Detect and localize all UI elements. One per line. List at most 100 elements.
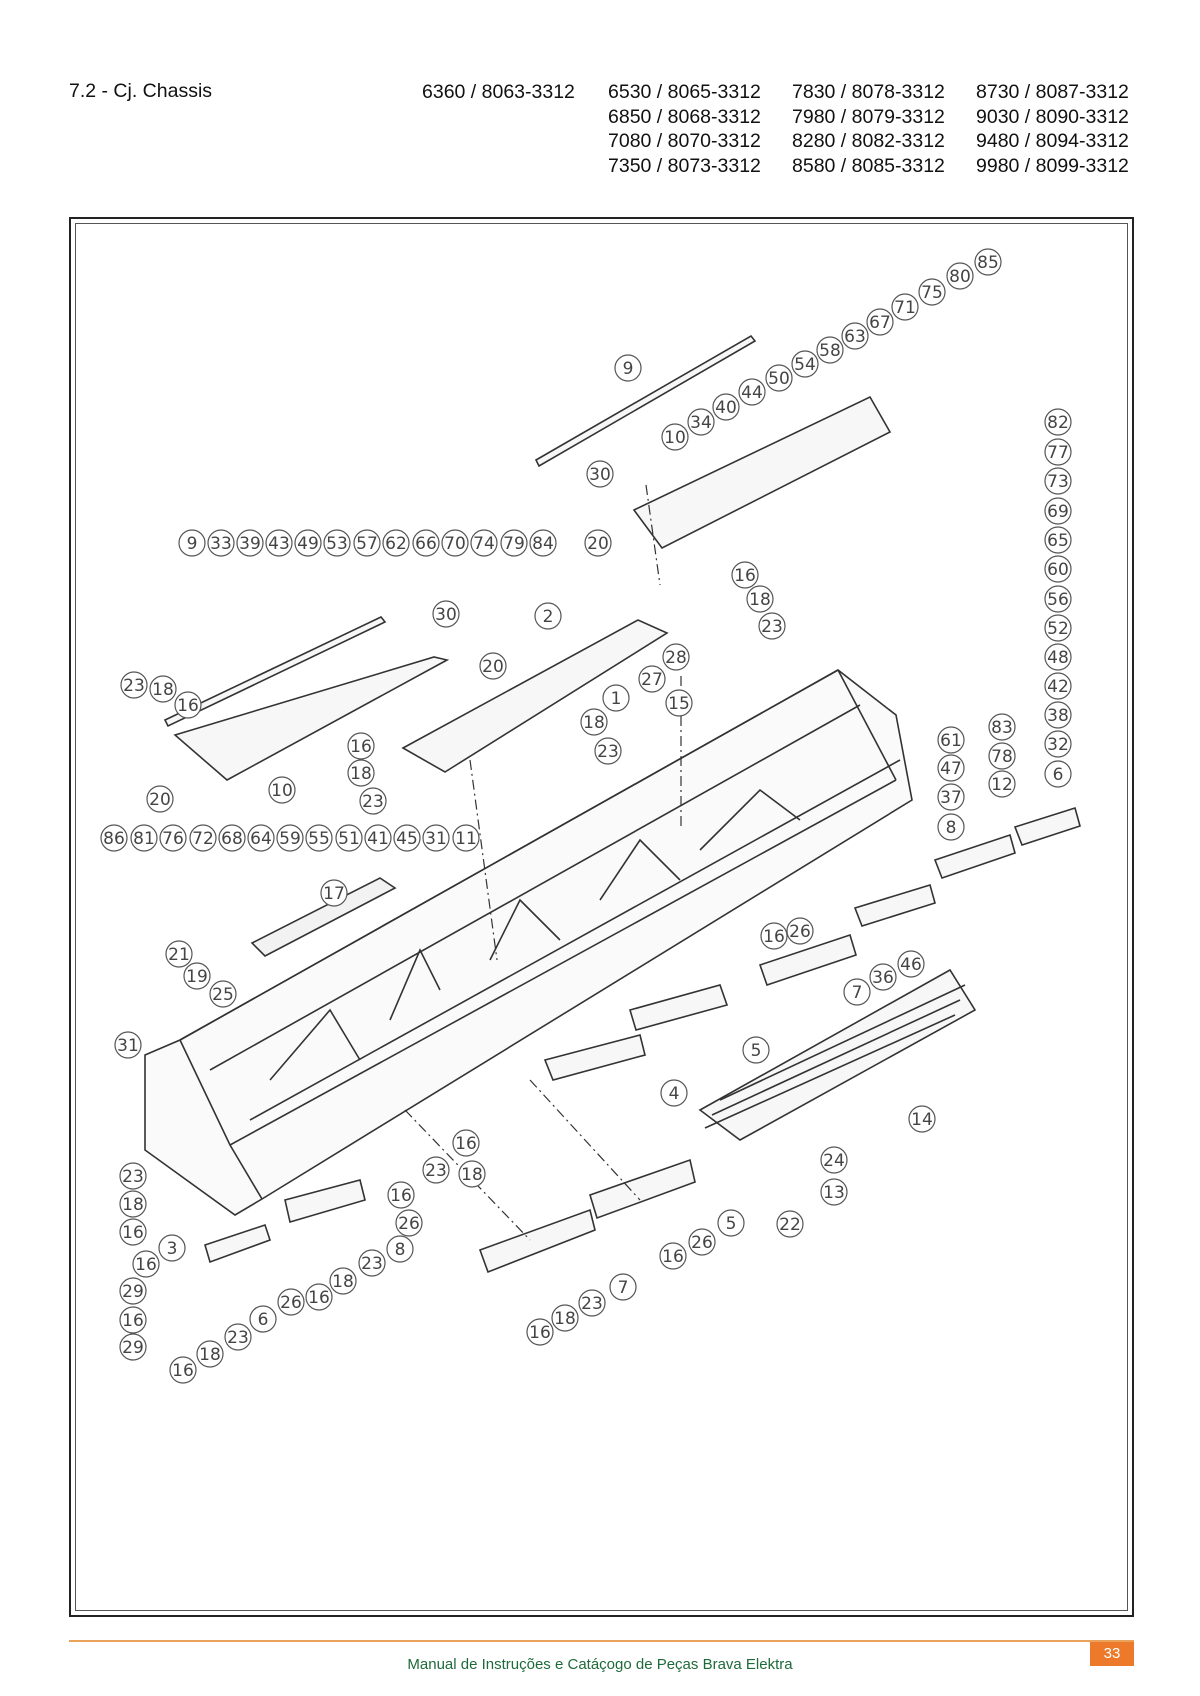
model-code: 8580 / 8085-3312: [792, 154, 945, 177]
callout-part-79: 79: [500, 529, 528, 557]
callout-part-26: 26: [395, 1209, 423, 1237]
callout-circle: [758, 612, 786, 640]
callout-label: 16: [350, 737, 372, 757]
callout-part-86: 86: [100, 824, 128, 852]
callout-circle: [661, 423, 689, 451]
model-code: 6360 / 8063-3312: [422, 81, 575, 103]
callout-part-62: 62: [382, 529, 410, 557]
callout-circle: [638, 665, 666, 693]
callout-circle: [816, 336, 844, 364]
callout-part-63: 63: [841, 322, 869, 350]
callout-label: 23: [761, 617, 783, 637]
callout-circle: [786, 917, 814, 945]
page-number: 33: [1090, 1642, 1134, 1666]
callout-part-10: 10: [661, 423, 689, 451]
callout-circle: [353, 529, 381, 557]
callout-part-47: 47: [937, 754, 965, 782]
callout-circle: [335, 824, 363, 852]
callout-part-31: 31: [422, 824, 450, 852]
callout-part-16: 16: [760, 922, 788, 950]
section-title: 7.2 - Cj. Chassis: [69, 80, 213, 102]
callout-label: 77: [1047, 443, 1069, 463]
callout-part-32: 32: [1044, 730, 1072, 758]
model-code: 9480 / 8094-3312: [976, 130, 1129, 152]
callout-part-16: 16: [347, 732, 375, 760]
model-code: 6850 / 8068-3312: [608, 105, 761, 128]
callout-label: 28: [665, 648, 687, 668]
callout-part-54: 54: [791, 350, 819, 378]
callout-part-48: 48: [1044, 643, 1072, 671]
callout-part-57: 57: [353, 529, 381, 557]
callout-circle: [422, 1156, 450, 1184]
callout-label: 17: [323, 884, 345, 904]
callout-part-18: 18: [347, 759, 375, 787]
footer-rule: [69, 1640, 1134, 1642]
callout-label: 18: [461, 1165, 483, 1185]
callout-part-23: 23: [578, 1289, 606, 1317]
callout-part-16: 16: [387, 1181, 415, 1209]
callout-label: 39: [239, 534, 261, 554]
callout-circle: [712, 393, 740, 421]
callout-part-37: 37: [937, 783, 965, 811]
model-column: 6360 / 8063-3312: [422, 80, 575, 105]
callout-circle: [526, 1318, 554, 1346]
callout-circle: [358, 1249, 386, 1277]
callout-label: 33: [210, 534, 232, 554]
callout-part-51: 51: [335, 824, 363, 852]
callout-label: 2: [543, 607, 554, 627]
callout-part-9: 9: [178, 529, 206, 557]
callout-part-55: 55: [305, 824, 333, 852]
callout-part-12: 12: [988, 770, 1016, 798]
callout-part-8: 8: [937, 813, 965, 841]
callout-part-73: 73: [1044, 467, 1072, 495]
callout-label: 69: [1047, 502, 1069, 522]
callout-label: 20: [587, 534, 609, 554]
callout-circle: [1044, 526, 1072, 554]
callout-part-61: 61: [937, 726, 965, 754]
callout-label: 73: [1047, 472, 1069, 492]
callout-circle: [276, 824, 304, 852]
callout-label: 29: [122, 1282, 144, 1302]
callout-label: 58: [819, 341, 841, 361]
model-code: 7350 / 8073-3312: [608, 154, 761, 177]
callout-label: 8: [946, 818, 957, 838]
callout-circle: [937, 726, 965, 754]
callout-part-49: 49: [294, 529, 322, 557]
callout-circle: [119, 1277, 147, 1305]
callout-label: 6: [258, 1310, 269, 1330]
callout-part-33: 33: [207, 529, 235, 557]
callout-circle: [765, 364, 793, 392]
callout-circle: [323, 529, 351, 557]
callout-circle: [584, 529, 612, 557]
callout-part-13: 13: [820, 1178, 848, 1206]
callout-circle: [1044, 614, 1072, 642]
callout-part-18: 18: [551, 1304, 579, 1332]
callout-label: 49: [297, 534, 319, 554]
callout-label: 13: [823, 1183, 845, 1203]
callout-label: 16: [308, 1288, 330, 1308]
callout-circle: [479, 652, 507, 680]
callout-circle: [843, 978, 871, 1006]
callout-part-18: 18: [196, 1340, 224, 1368]
callout-label: 66: [415, 534, 437, 554]
callout-label: 41: [367, 829, 389, 849]
callout-circle: [717, 1209, 745, 1237]
callout-circle: [236, 529, 264, 557]
callout-part-71: 71: [891, 293, 919, 321]
callout-circle: [119, 1333, 147, 1361]
callout-circle: [820, 1146, 848, 1174]
callout-circle: [364, 824, 392, 852]
callout-label: 4: [669, 1084, 680, 1104]
callout-circle: [665, 689, 693, 717]
callout-label: 24: [823, 1151, 845, 1171]
model-code: 7980 / 8079-3312: [792, 105, 945, 128]
callout-circle: [458, 1160, 486, 1188]
callout-circle: [742, 1036, 770, 1064]
callout-circle: [209, 980, 237, 1008]
callout-circle: [946, 262, 974, 290]
callout-circle: [534, 602, 562, 630]
callout-circle: [412, 529, 440, 557]
callout-part-20: 20: [584, 529, 612, 557]
callout-part-58: 58: [816, 336, 844, 364]
callout-part-31: 31: [114, 1031, 142, 1059]
